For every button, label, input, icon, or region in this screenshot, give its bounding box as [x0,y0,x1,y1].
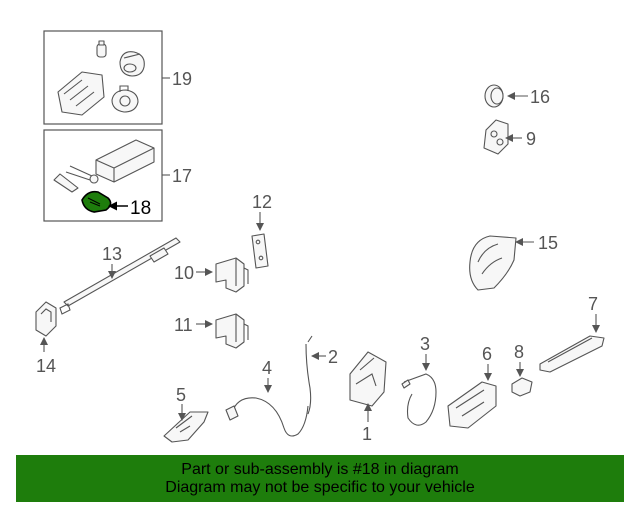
callout-16: 16 [530,87,550,107]
cable-part-4: 4 [225,358,309,437]
handle-part-7: 7 [539,294,605,373]
banner-line-2: Diagram may not be specific to your vehi… [165,479,475,496]
remote-key-box: 18 17 [43,129,192,222]
seal-strip-part-12: 12 [251,192,272,269]
callout-13: 13 [102,244,122,264]
grommet-part-16: 16 [484,84,550,108]
callout-4: 4 [262,358,272,378]
cylinder-bulb-part [96,40,107,58]
cover-part-15: 15 [469,233,558,291]
rod-part-13: 13 [59,237,181,315]
callout-1: 1 [362,424,372,444]
cable-part-3: 3 [401,334,437,426]
callout-6: 6 [482,344,492,364]
callout-5: 5 [176,385,186,405]
callout-15: 15 [538,233,558,253]
info-banner: Part or sub-assembly is #18 in diagram D… [16,455,624,502]
latch-part-1: 1 [349,351,387,444]
callout-17: 17 [172,166,192,186]
keyless-module-part [95,139,155,183]
plate-part-14: 14 [35,301,57,376]
callout-9: 9 [526,129,536,149]
callout-19: 19 [172,69,192,89]
callout-14: 14 [36,356,56,376]
lock-housing-part [57,71,105,116]
hinge-part-10: 10 [174,257,249,293]
bracket-part-9: 9 [483,119,536,155]
callout-11: 11 [174,315,193,335]
banner-line-1: Part or sub-assembly is #18 in diagram [181,461,459,478]
ignition-cylinder-part [111,85,139,113]
callout-2: 2 [328,347,338,367]
outside-handle-part-6: 6 [447,344,497,429]
key-set-box: 19 [43,30,192,125]
pad-part-8: 8 [511,342,533,397]
inside-handle-part-5: 5 [163,385,209,443]
callout-7: 7 [588,294,598,314]
hinge-part-11: 11 [174,313,249,349]
keys-part [53,165,99,193]
callout-10: 10 [174,263,194,283]
callout-8: 8 [514,342,524,362]
lock-cylinder-part [119,51,145,77]
rod-part-2: 2 [305,335,338,415]
callout-12: 12 [252,192,272,212]
callout-18: 18 [130,198,151,219]
callout-3: 3 [420,334,430,354]
